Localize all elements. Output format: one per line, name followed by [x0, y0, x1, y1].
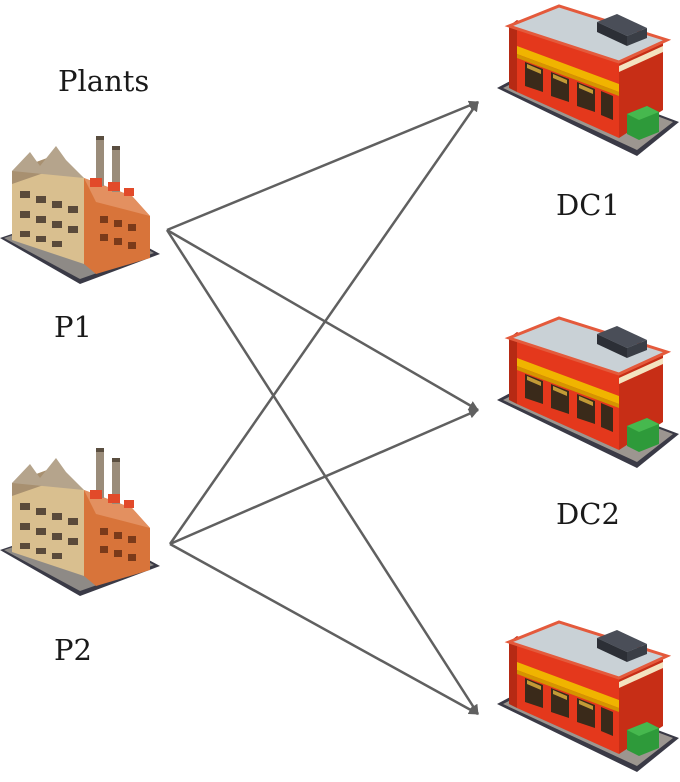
plant-label-p2: P2	[54, 633, 92, 667]
store-icon	[495, 4, 680, 158]
arrow-p1-dc3	[165, 229, 480, 715]
factory-icon	[0, 136, 160, 284]
factory-icon	[0, 448, 160, 596]
plants-heading: Plants	[58, 64, 149, 98]
dc-label-dc2: DC2	[556, 497, 620, 531]
dc-label-dc1: DC1	[556, 188, 620, 222]
arrow-p2-dc1	[168, 101, 480, 545]
store-icon	[495, 316, 680, 470]
arrow-p2-dc2	[169, 408, 479, 546]
arrow-p2-dc3	[169, 542, 479, 716]
arrow-p1-dc1	[166, 100, 479, 232]
arrow-p1-dc2	[166, 228, 479, 412]
plant-label-p1: P1	[54, 310, 92, 344]
arrows-group	[165, 100, 480, 716]
store-icon	[495, 620, 680, 774]
